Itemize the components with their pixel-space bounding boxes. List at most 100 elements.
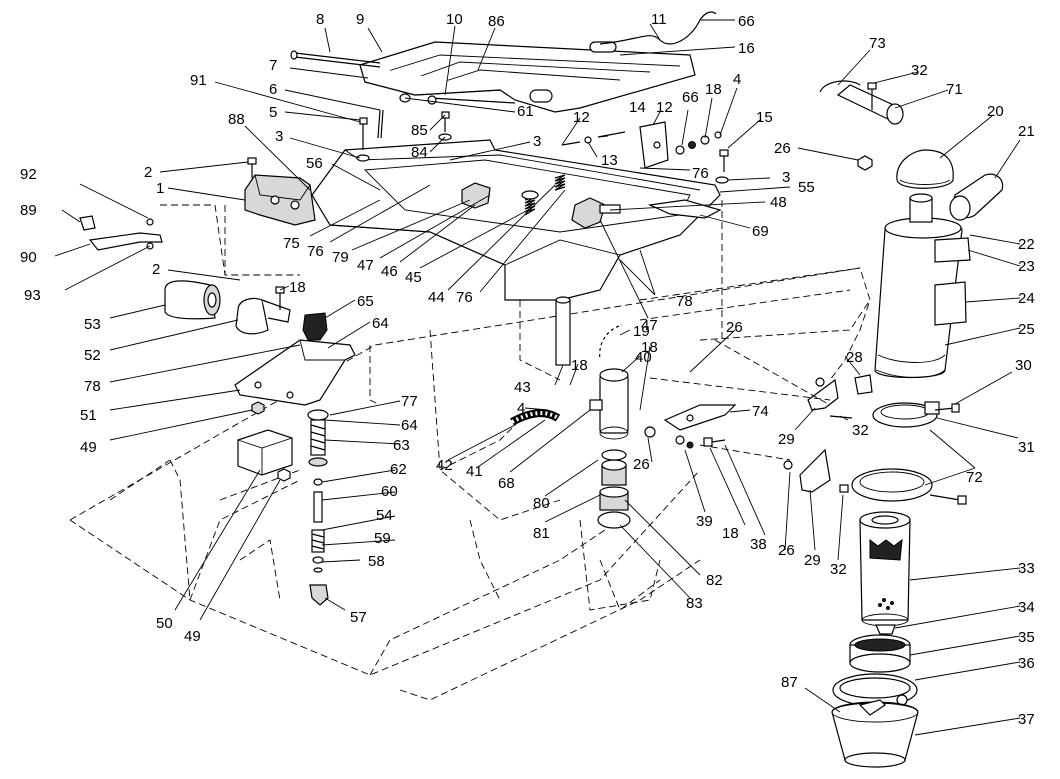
callout-29: 29 xyxy=(778,431,795,448)
callout-12: 12 xyxy=(573,109,590,126)
inner-element-35 xyxy=(849,634,911,673)
plate-14 xyxy=(639,121,669,169)
clamp-52 xyxy=(235,297,291,335)
clamp-ring-31 xyxy=(872,401,940,428)
callout-46: 46 xyxy=(381,263,398,280)
callout-47: 47 xyxy=(641,317,658,334)
callout-39: 39 xyxy=(696,513,713,530)
callout-63: 63 xyxy=(393,437,410,454)
callout-35: 35 xyxy=(1018,629,1035,646)
callout-41: 41 xyxy=(466,463,483,480)
bracket-29a xyxy=(807,377,839,411)
callout-14: 14 xyxy=(629,99,646,116)
upper-support-pan xyxy=(311,139,721,301)
callout-34: 34 xyxy=(1018,599,1035,616)
callout-65: 65 xyxy=(357,293,374,310)
callout-72: 72 xyxy=(966,469,983,486)
callout-85: 85 xyxy=(411,122,428,139)
callout-18: 18 xyxy=(571,357,588,374)
callout-16: 16 xyxy=(738,40,755,57)
hose-19 xyxy=(597,323,623,361)
coil-53 xyxy=(164,280,221,320)
callout-87: 87 xyxy=(781,674,798,691)
callout-18: 18 xyxy=(705,81,722,98)
callout-83: 83 xyxy=(686,595,703,612)
callout-57: 57 xyxy=(350,609,367,626)
callout-6: 6 xyxy=(269,81,277,98)
callout-18: 18 xyxy=(289,279,306,296)
callout-90: 90 xyxy=(20,249,37,266)
callout-79: 79 xyxy=(332,249,349,266)
bracket-88 xyxy=(244,174,316,226)
element-34 xyxy=(875,624,896,635)
callout-66: 66 xyxy=(738,13,755,30)
callout-69: 69 xyxy=(752,223,769,240)
callout-52: 52 xyxy=(84,347,101,364)
callout-32: 32 xyxy=(830,561,847,578)
chassis-frame xyxy=(69,267,871,701)
callout-49: 49 xyxy=(184,628,201,645)
callout-19: 19 xyxy=(633,323,650,340)
nut-49b xyxy=(277,468,291,482)
callout-22: 22 xyxy=(1018,236,1035,253)
callout-40: 40 xyxy=(635,349,652,366)
precleaner-20 xyxy=(896,149,954,189)
callout-26: 26 xyxy=(726,319,743,336)
callout-3: 3 xyxy=(533,133,541,150)
callout-38: 38 xyxy=(750,536,767,553)
callout-66: 66 xyxy=(682,89,699,106)
callout-32: 32 xyxy=(911,62,928,79)
bracket-28 xyxy=(854,374,873,395)
decal-24 xyxy=(934,281,967,326)
nut-26-top xyxy=(857,155,873,171)
callout-54: 54 xyxy=(376,507,393,524)
callout-76: 76 xyxy=(692,165,709,182)
callout-5: 5 xyxy=(269,104,277,121)
filter-element-33 xyxy=(859,511,911,627)
hardware-group-upper-right xyxy=(561,131,729,184)
callout-28: 28 xyxy=(846,349,863,366)
bolt-32-top xyxy=(867,82,877,110)
bracket-69 xyxy=(647,199,722,219)
shaft-43 xyxy=(555,296,571,366)
callout-24: 24 xyxy=(1018,290,1035,307)
callout-2: 2 xyxy=(144,164,152,181)
callout-81: 81 xyxy=(533,525,550,542)
bracket-29b xyxy=(783,448,849,493)
clamp-72 xyxy=(851,468,967,505)
callout-7: 7 xyxy=(269,57,277,74)
filter-stack-80-83 xyxy=(597,449,631,529)
callout-80: 80 xyxy=(533,495,550,512)
callout-89: 89 xyxy=(20,202,37,219)
callout-47: 47 xyxy=(357,257,374,274)
top-cover-plate xyxy=(359,41,696,113)
callout-36: 36 xyxy=(1018,655,1035,672)
callout-53: 53 xyxy=(84,316,101,333)
callout-78: 78 xyxy=(676,293,693,310)
spring-44 xyxy=(554,174,566,191)
callout-68: 68 xyxy=(498,475,515,492)
callout-26: 26 xyxy=(774,140,791,157)
switch-48 xyxy=(571,197,621,229)
callout-44: 44 xyxy=(428,289,445,306)
bracket-51 xyxy=(234,339,356,406)
callout-73: 73 xyxy=(869,35,886,52)
callout-64: 64 xyxy=(401,417,418,434)
callout-26: 26 xyxy=(633,456,650,473)
cable-66 xyxy=(599,11,717,45)
callout-78: 78 xyxy=(84,378,101,395)
callout-29: 29 xyxy=(804,552,821,569)
callout-26: 26 xyxy=(778,542,795,559)
callout-48: 48 xyxy=(770,194,787,211)
callout-75: 75 xyxy=(283,235,300,252)
callout-30: 30 xyxy=(1015,357,1032,374)
callout-labels: 8 9 10 86 11 66 16 7 91 6 61 5 85 88 3 8… xyxy=(20,11,1035,728)
fuel-pump-40 xyxy=(589,368,629,440)
callout-55: 55 xyxy=(798,179,815,196)
mount-stack xyxy=(307,409,329,606)
callout-58: 58 xyxy=(368,553,385,570)
relay-50 xyxy=(237,429,293,476)
nut-49a xyxy=(251,401,265,415)
spring-45 xyxy=(521,190,539,216)
